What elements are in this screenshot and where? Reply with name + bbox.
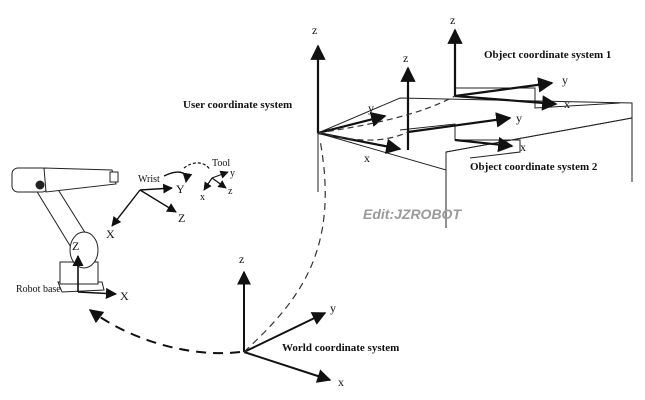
obj2-y-axis: [407, 112, 512, 134]
obj1-y-label: y: [562, 73, 568, 87]
user-y-label: y: [368, 101, 374, 115]
world-to-user-link: [243, 139, 326, 353]
robot-base-z-label: Z: [72, 239, 79, 253]
world-y-axis: [243, 312, 327, 353]
user-x-label: x: [364, 151, 370, 165]
obj2-x-axis: [454, 136, 514, 153]
world-x-label: x: [338, 375, 344, 389]
obj2-y-label: y: [516, 111, 522, 125]
object-cs-2-label: Object coordinate system 2: [470, 161, 598, 173]
object-coordinate-system-1: [447, 28, 558, 111]
tool-z-label: z: [228, 186, 233, 197]
world-coordinate-system: [237, 270, 332, 383]
obj1-x-axis: [454, 94, 558, 111]
wrist-z-label: Z: [178, 211, 185, 225]
world-z-label: z: [239, 252, 244, 266]
tool-frame: [203, 170, 229, 191]
user-to-object-links: [317, 95, 456, 141]
object-cs-1-label: Object coordinate system 1: [484, 49, 611, 61]
wrist-label: Wrist: [138, 174, 160, 185]
user-y-axis: [317, 111, 387, 135]
world-cs-label: World coordinate system: [282, 342, 399, 354]
tool-label: Tool: [212, 158, 230, 169]
wrist-x-label: X: [106, 227, 115, 241]
obj2-x-label: x: [520, 140, 526, 154]
robot-base-label: Robot base: [16, 284, 61, 295]
robot-arm: [11, 167, 119, 293]
user-cs-label: User coordinate system: [183, 99, 292, 111]
obj1-y-axis: [454, 77, 554, 98]
watermark: Edit:JZROBOT: [363, 206, 462, 222]
obj2-z-label: z: [403, 51, 408, 65]
obj1-x-label: x: [564, 97, 570, 111]
wrist-y-label: Y: [176, 182, 185, 196]
world-x-axis: [243, 351, 332, 383]
tool-x-label: x: [200, 192, 205, 203]
wrist-curl-icon: [163, 171, 193, 183]
tool-curl-icon: [183, 162, 211, 171]
object-coordinate-system-2: [400, 66, 514, 153]
obj1-z-label: z: [450, 13, 455, 27]
world-to-robot-base-link: [88, 309, 241, 355]
wrist-frame: [111, 183, 177, 227]
robot-base-frame: [72, 254, 118, 300]
user-z-label: z: [312, 23, 317, 37]
world-y-label: y: [330, 301, 336, 315]
tool-y-label: y: [230, 168, 235, 179]
robot-base-x-label: X: [120, 289, 129, 303]
